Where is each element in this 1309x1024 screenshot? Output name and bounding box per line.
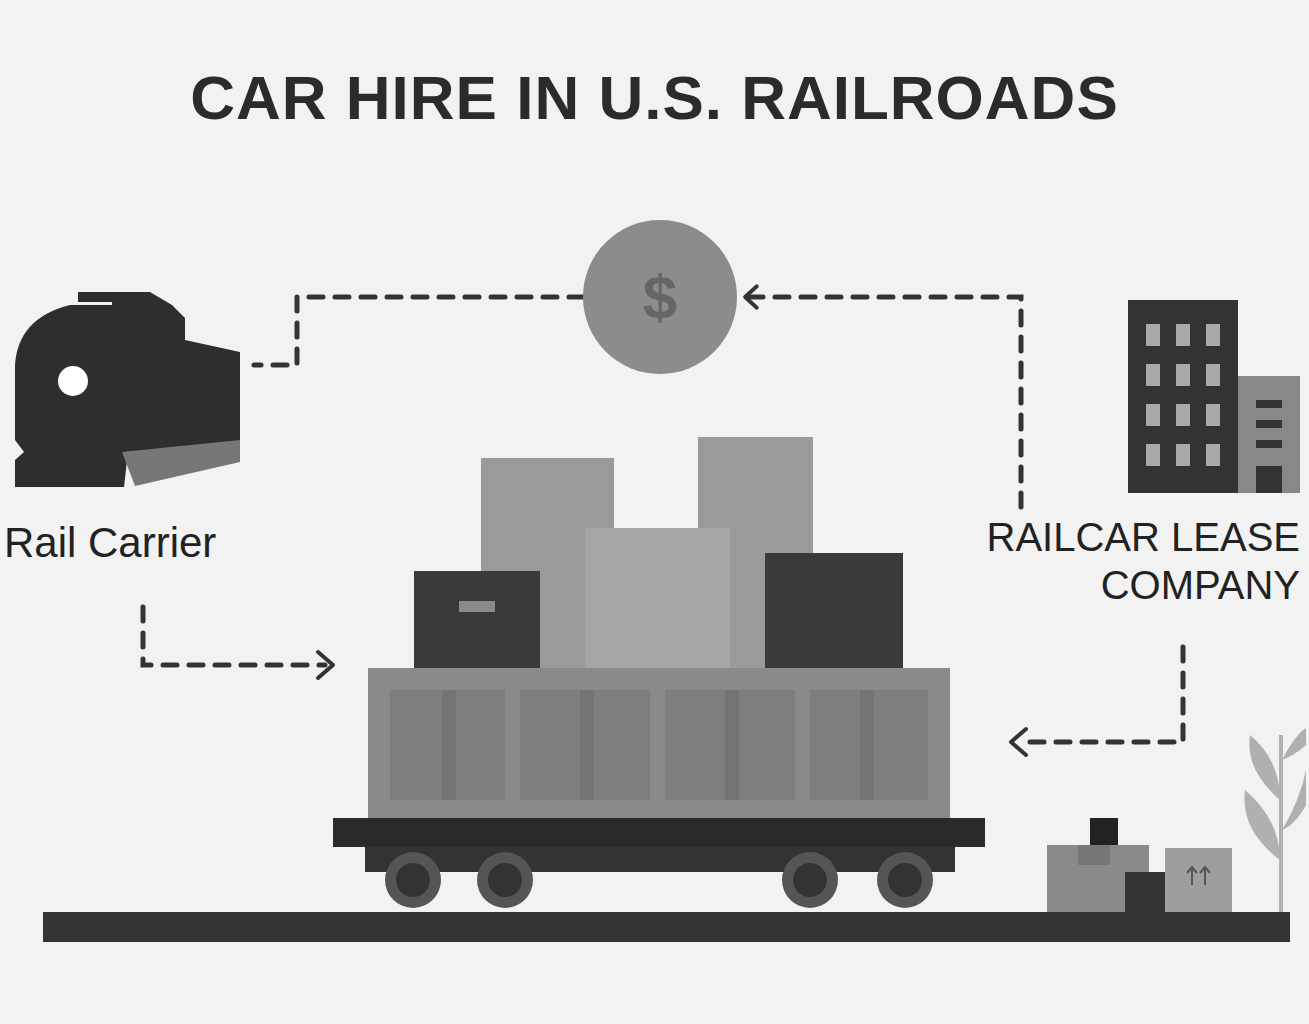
node-label: $ xyxy=(643,261,677,332)
plant xyxy=(1244,728,1306,912)
node-label: RAILCAR LEASE COMPANY xyxy=(957,513,1300,609)
parcels xyxy=(1047,818,1232,912)
node-label: Rail Carrier xyxy=(4,519,254,567)
building-icon xyxy=(1128,300,1300,493)
rail-carrier-node: Rail Carrier xyxy=(4,285,254,575)
lease-company-node: RAILCAR LEASE COMPANY xyxy=(951,507,1302,615)
payment-coin: $ xyxy=(583,220,737,374)
dashed-connector xyxy=(254,297,583,365)
title: CAR HIRE IN U.S. RAILROADS xyxy=(0,62,1309,133)
dashed-connector xyxy=(745,297,1021,507)
cargo-boxes xyxy=(414,437,903,668)
flow-arrow xyxy=(143,607,1183,755)
railcar xyxy=(333,668,985,908)
rail-track xyxy=(43,912,1290,942)
locomotive-icon xyxy=(15,292,240,487)
